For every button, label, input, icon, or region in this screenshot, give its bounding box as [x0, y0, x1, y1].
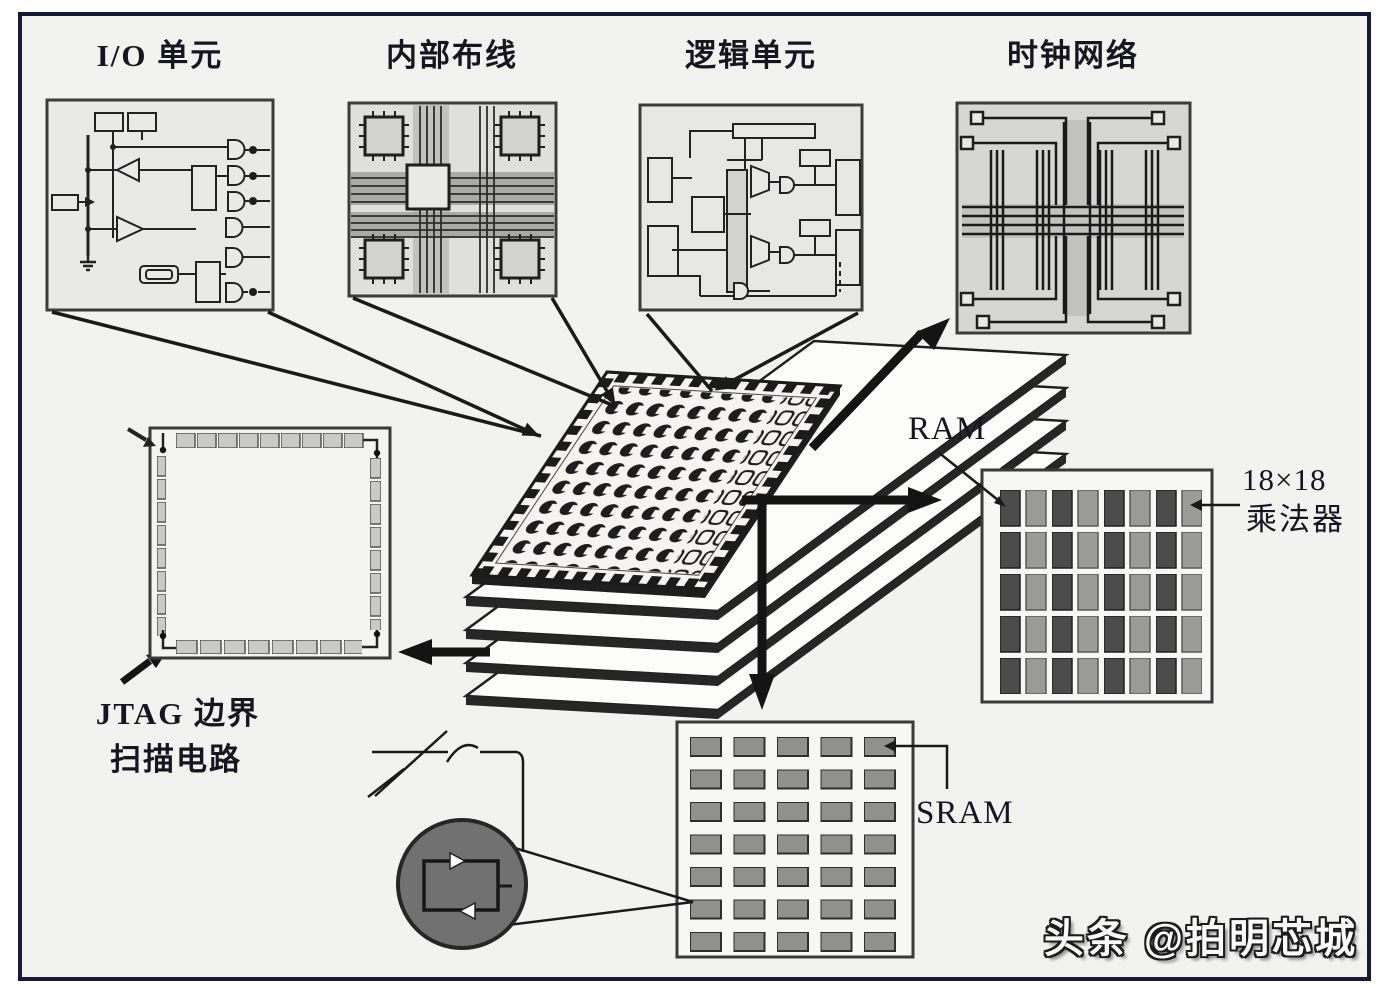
- sram-pointer: [892, 744, 949, 789]
- sram-label: SRAM: [916, 795, 1014, 831]
- logic-block-icon: [493, 232, 547, 286]
- jtag-entry-arrow-head: [143, 437, 156, 447]
- jtag-corner-arrow: [119, 658, 153, 685]
- panel-connector-lines: [51, 296, 859, 438]
- routing-panel: [347, 101, 558, 298]
- io-column-array: [667, 397, 816, 575]
- jtag-arrow-head: [398, 639, 432, 665]
- logic-cell-label: 逻辑单元: [685, 38, 817, 73]
- ram-pointer: [937, 451, 999, 501]
- magnifier-converge-lines: [499, 843, 694, 928]
- sram-cell-array: [690, 737, 896, 952]
- clock-arrow-head: [916, 318, 950, 350]
- jtag-scan-cells-bottom: [176, 640, 362, 654]
- logic-cell-array: [497, 386, 785, 573]
- flow-arrows: [119, 318, 950, 710]
- ram-multiplier-columns: [1000, 490, 1202, 694]
- ram-label: RAM: [908, 411, 987, 447]
- jtag-label-line2: 扫描电路: [110, 742, 242, 777]
- logic-cell-schematic: [647, 123, 861, 300]
- watermark: 头条 @拍明芯城: [1043, 917, 1358, 961]
- clock-tree-lines: [962, 116, 1184, 324]
- io-cell-panel: [45, 98, 275, 312]
- clock-network-label: 时钟网络: [1007, 38, 1139, 73]
- logic-block-icon: [357, 232, 411, 286]
- logic-block-icon: [493, 109, 547, 163]
- jtag-scan-cells-left: [157, 456, 166, 636]
- sram-panel: [675, 720, 915, 959]
- multiplier-label-line1: 18×18: [1242, 462, 1327, 497]
- magnifier-circle: [396, 818, 528, 950]
- jtag-label-line1: JTAG 边界: [95, 696, 261, 731]
- routing-label: 内部布线: [386, 38, 518, 73]
- sram-cell-magnifier: [367, 730, 694, 950]
- jtag-scan-cells-right: [370, 458, 381, 630]
- ram-arrow-head: [908, 487, 942, 513]
- jtag-ring-wires: [161, 433, 379, 650]
- logic-block-icon: [357, 109, 411, 163]
- ram-multiplier-panel: [980, 468, 1214, 704]
- jtag-panel: [126, 426, 392, 660]
- clock-pads: [959, 110, 1182, 330]
- switch-matrix-block: [405, 163, 451, 211]
- pass-transistor-symbol: [367, 730, 525, 852]
- inverter-icon: [458, 901, 476, 921]
- die-front-edge: [472, 575, 705, 598]
- io-cell-schematic: [51, 112, 270, 303]
- sram-arrow-head: [749, 674, 775, 710]
- inverter-icon: [449, 851, 467, 871]
- io-cell-label: I/O 单元: [96, 38, 224, 73]
- jtag-entry-wire: [126, 427, 148, 442]
- logic-cell-panel: [638, 103, 864, 312]
- label-pointer-lines: [884, 451, 1240, 789]
- clock-arrow: [808, 329, 926, 452]
- multiplier-label-line2: 乘法器: [1246, 502, 1345, 537]
- jtag-scan-cells-top: [176, 433, 365, 448]
- clock-network-panel: [955, 101, 1192, 335]
